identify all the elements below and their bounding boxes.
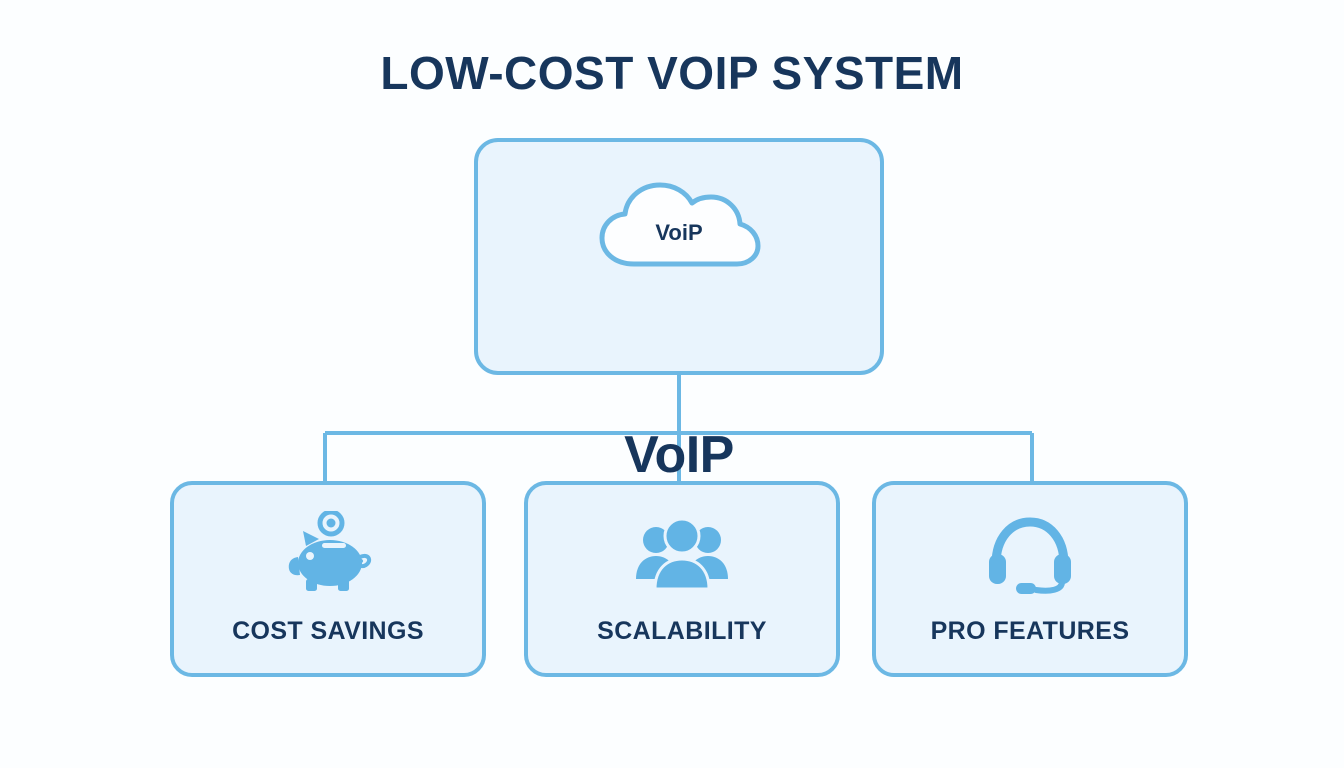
headset-icon: [989, 517, 1071, 594]
people-group-icon: [636, 517, 728, 591]
node-card-cost-savings[interactable]: COST SAVINGS: [170, 481, 486, 677]
node-label-cost-savings: COST SAVINGS: [232, 617, 424, 645]
node-label-voip: VoIP: [624, 426, 734, 484]
node-card-scalability[interactable]: SCALABILITY: [524, 481, 840, 677]
voip-cloud-icon-container: VoiP: [478, 176, 880, 272]
node-card-pro-features[interactable]: PRO FEATURES: [872, 481, 1188, 677]
cost-savings-icon-container: [174, 509, 482, 599]
page-title: LOW-COST VOIP SYSTEM: [380, 47, 964, 99]
node-label-pro-features: PRO FEATURES: [930, 617, 1130, 645]
scalability-icon-container: [528, 509, 836, 599]
cloud-icon: [599, 182, 761, 267]
pro-features-icon-container: [876, 509, 1184, 599]
piggy-bank-icon: [288, 511, 372, 591]
node-label-scalability: SCALABILITY: [597, 617, 767, 645]
node-card-voip[interactable]: VoiP VoIP: [474, 138, 884, 484]
